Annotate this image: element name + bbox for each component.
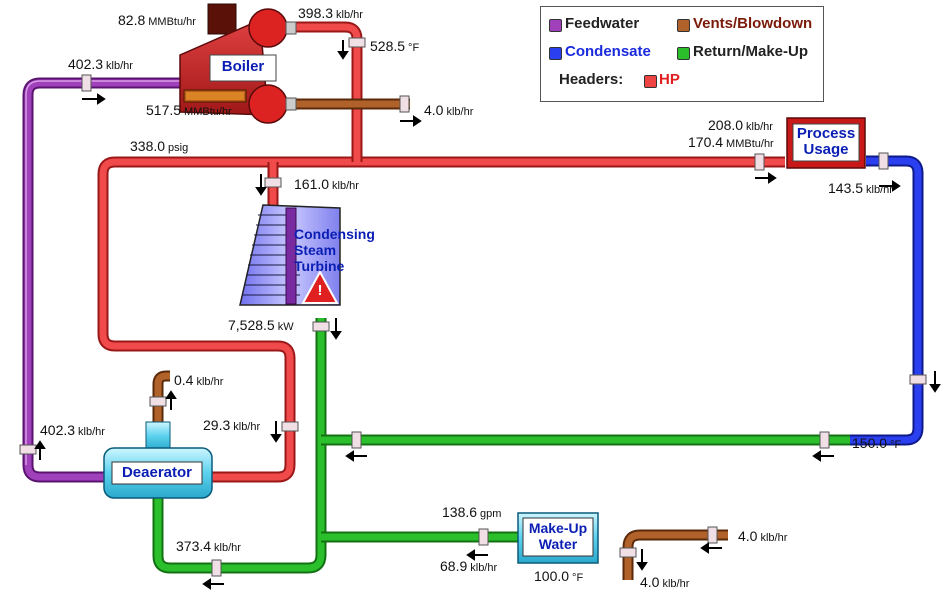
- feedwater-pipe: [22, 77, 195, 483]
- meter-process: [754, 153, 765, 171]
- boiler-label: Boiler: [221, 58, 265, 75]
- meter-turbine-steam: [264, 177, 282, 188]
- process-usage-label: Process Usage: [793, 126, 859, 158]
- meter-vent: [149, 396, 167, 407]
- return-makeup-pipe: [152, 318, 850, 574]
- meter-vent-in: [707, 526, 718, 544]
- deaerator-label: Deaerator: [121, 464, 193, 481]
- meter-deaerator-return: [211, 559, 222, 577]
- reading-steam-temp: 528.5°F: [370, 38, 420, 54]
- makeup-water-label: Make-Up Water: [523, 520, 593, 552]
- meter-feedwater: [81, 74, 92, 92]
- meter-condensate-down: [909, 374, 927, 385]
- reading-return-temp: 150.0°F: [852, 435, 902, 451]
- legend-headers: Headers:: [559, 71, 624, 88]
- turbine-line1: Condensing: [294, 226, 375, 242]
- meter-boiler-steam: [348, 37, 366, 48]
- process-usage[interactable]: [786, 117, 866, 169]
- hp-swatch: [644, 75, 657, 88]
- flow-meters: [19, 37, 927, 577]
- meter-blowdown: [399, 95, 410, 113]
- legend-vents: Vents/Blowdown: [693, 15, 813, 32]
- warning-symbol: !: [317, 282, 323, 299]
- process-usage-line2: Usage: [803, 141, 849, 158]
- makeup-line2: Water: [538, 536, 578, 552]
- vents-swatch: [677, 19, 690, 32]
- vents-blowdown-pipe: [152, 98, 728, 580]
- process-usage-line1: Process: [796, 125, 856, 142]
- deaerator[interactable]: [103, 421, 213, 499]
- legend: Feedwater Vents/Blowdown Condensate Retu…: [540, 6, 824, 102]
- boiler-stack: [207, 3, 237, 35]
- legend-hp: HP: [659, 71, 680, 88]
- meter-deaerator-feed: [19, 444, 37, 455]
- reading-makeup-temp: 100.0°F: [534, 568, 584, 584]
- warning-icon[interactable]: [301, 269, 339, 304]
- meter-return-left: [351, 431, 362, 449]
- feedwater-swatch: [549, 19, 562, 32]
- meter-return-right: [819, 431, 830, 449]
- legend-condensate: Condensate: [565, 43, 651, 60]
- legend-return: Return/Make-Up: [693, 43, 809, 60]
- condensate-swatch: [549, 47, 562, 60]
- condensate-pipe: [850, 155, 924, 446]
- turbine-label: Condensing Steam Turbine: [294, 226, 375, 274]
- meter-deaerator-steam: [281, 421, 299, 432]
- meter-turbine-exhaust: [312, 321, 330, 332]
- meter-condensate: [878, 152, 889, 170]
- meter-vent-out: [619, 547, 637, 558]
- meter-makeup: [478, 528, 489, 546]
- turbine-line2: Steam: [294, 242, 337, 258]
- makeup-water[interactable]: [517, 512, 599, 564]
- turbine-line3: Turbine: [294, 258, 345, 274]
- makeup-line1: Make-Up: [528, 520, 588, 536]
- flow-arrows: [34, 40, 941, 590]
- legend-feedwater: Feedwater: [565, 15, 640, 32]
- boiler[interactable]: [179, 3, 297, 124]
- return-swatch: [677, 47, 690, 60]
